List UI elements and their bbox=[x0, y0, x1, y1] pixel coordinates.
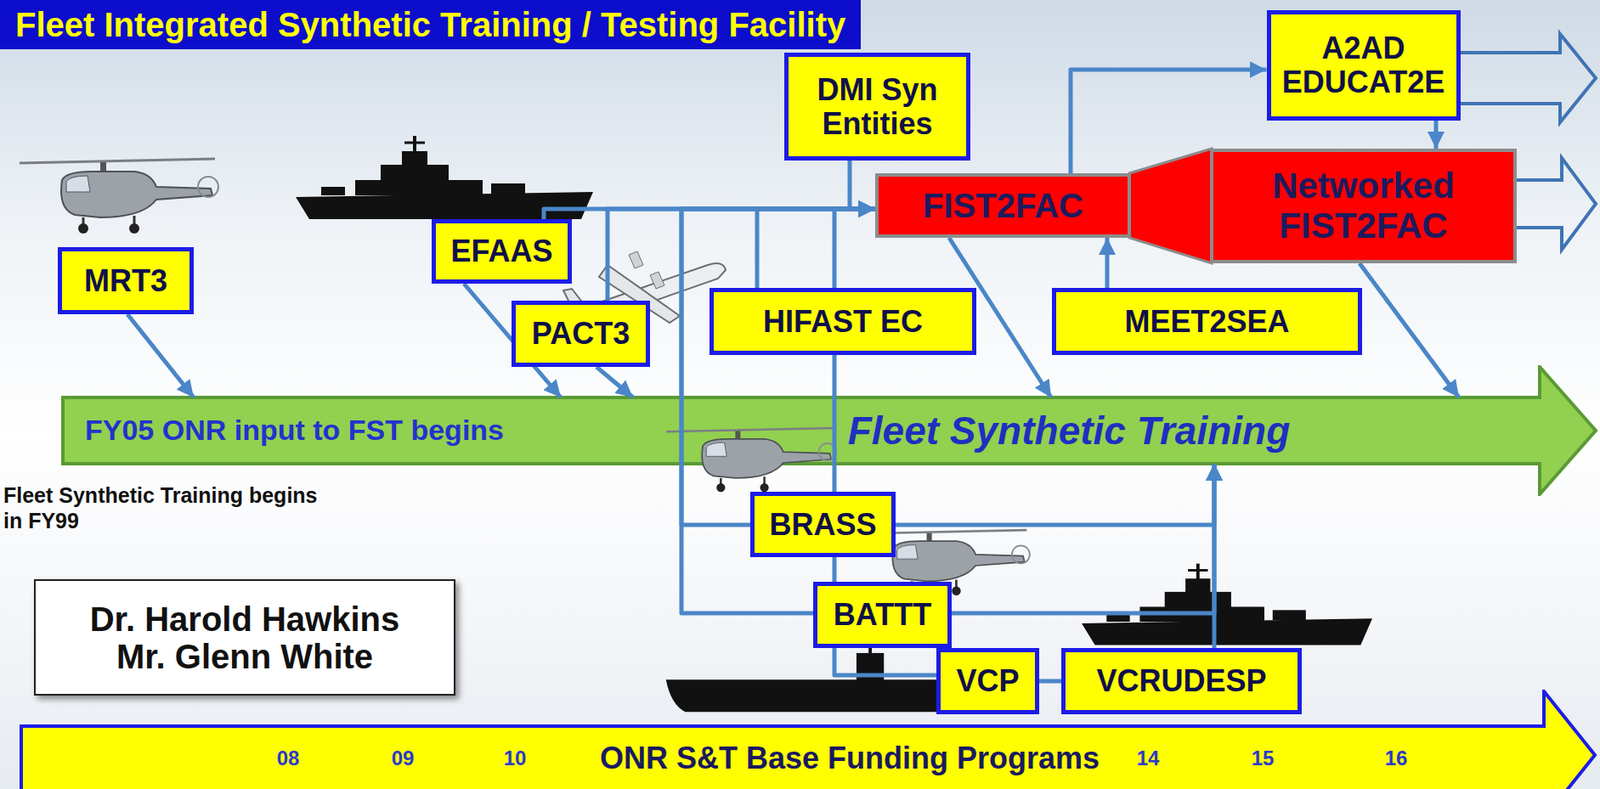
box-text: Mr. Glenn White bbox=[116, 638, 374, 676]
program-box: BRASS bbox=[750, 491, 896, 558]
connector bbox=[895, 463, 1215, 526]
connector bbox=[1434, 120, 1439, 149]
funnel-connector bbox=[1129, 148, 1212, 264]
connector bbox=[849, 160, 876, 210]
band-body bbox=[21, 726, 1544, 789]
ship-silhouette bbox=[295, 135, 594, 220]
box-text: VCRUDESP bbox=[1096, 664, 1267, 699]
helicopter-silhouette bbox=[666, 428, 837, 492]
band-text: 10 bbox=[498, 746, 532, 771]
program-box: EFAAS bbox=[431, 219, 572, 284]
highlight-box: FIST2FAC bbox=[875, 173, 1131, 238]
connector bbox=[681, 209, 876, 526]
program-box: DMI Syn Entities bbox=[784, 52, 971, 161]
connector bbox=[1212, 463, 1217, 649]
box-text: EFAAS bbox=[450, 234, 553, 269]
box-text: DMI Syn Entities bbox=[797, 73, 958, 141]
band-text: 14 bbox=[1131, 746, 1165, 771]
note-label: Fleet Synthetic Training begins in FY99 bbox=[3, 482, 327, 534]
band-text: Fleet Synthetic Training bbox=[842, 408, 1296, 454]
program-box: A2AD EDUCAT2E bbox=[1266, 10, 1461, 121]
box-text: PACT3 bbox=[531, 316, 630, 351]
program-box: PACT3 bbox=[511, 300, 651, 368]
band-text: 15 bbox=[1246, 746, 1280, 771]
helicopter-silhouette bbox=[19, 158, 219, 234]
box-text: MEET2SEA bbox=[1124, 305, 1290, 340]
band-text: 16 bbox=[1379, 746, 1414, 771]
box-text: VCP bbox=[955, 664, 1019, 699]
band-text: 09 bbox=[386, 746, 420, 771]
box-text: Dr. Harold Hawkins bbox=[90, 600, 401, 639]
box-text: BRASS bbox=[768, 508, 877, 543]
connector bbox=[1039, 679, 1062, 685]
highlight-box: Networked FIST2FAC bbox=[1209, 148, 1517, 264]
outline-arrow bbox=[1459, 33, 1596, 123]
title-banner: Fleet Integrated Synthetic Training / Te… bbox=[0, 0, 861, 50]
arrow-band: FY05 ONR input to FST begins Fleet Synthe… bbox=[61, 365, 1600, 497]
connector bbox=[127, 314, 194, 398]
box-text: HIFAST EC bbox=[763, 305, 923, 340]
program-box: VCP bbox=[936, 648, 1040, 715]
program-box: VCRUDESP bbox=[1061, 648, 1302, 715]
box-text: A2AD EDUCAT2E bbox=[1279, 31, 1448, 99]
program-box: MEET2SEA bbox=[1051, 288, 1363, 356]
connector bbox=[1359, 263, 1459, 398]
program-box: BATTT bbox=[813, 582, 952, 649]
box-text: Networked FIST2FAC bbox=[1221, 166, 1505, 245]
band-text: FY05 ONR input to FST begins bbox=[79, 413, 509, 447]
connector bbox=[951, 463, 1215, 614]
band-text: 08 bbox=[271, 746, 306, 771]
band-text: ONR S&T Base Funding Programs bbox=[594, 740, 1105, 776]
outline-arrow bbox=[1516, 158, 1596, 250]
connector bbox=[596, 367, 634, 398]
box-text: MRT3 bbox=[84, 264, 168, 299]
band-shape bbox=[62, 367, 1596, 495]
author-box: Dr. Harold HawkinsMr. Glenn White bbox=[33, 579, 456, 696]
program-box: HIFAST EC bbox=[709, 288, 977, 356]
connector bbox=[1105, 237, 1110, 289]
connector bbox=[757, 209, 876, 289]
ship-silhouette bbox=[1081, 564, 1373, 646]
program-box: MRT3 bbox=[57, 247, 194, 315]
box-text: BATTT bbox=[833, 598, 932, 633]
box-text: FIST2FAC bbox=[922, 186, 1084, 225]
